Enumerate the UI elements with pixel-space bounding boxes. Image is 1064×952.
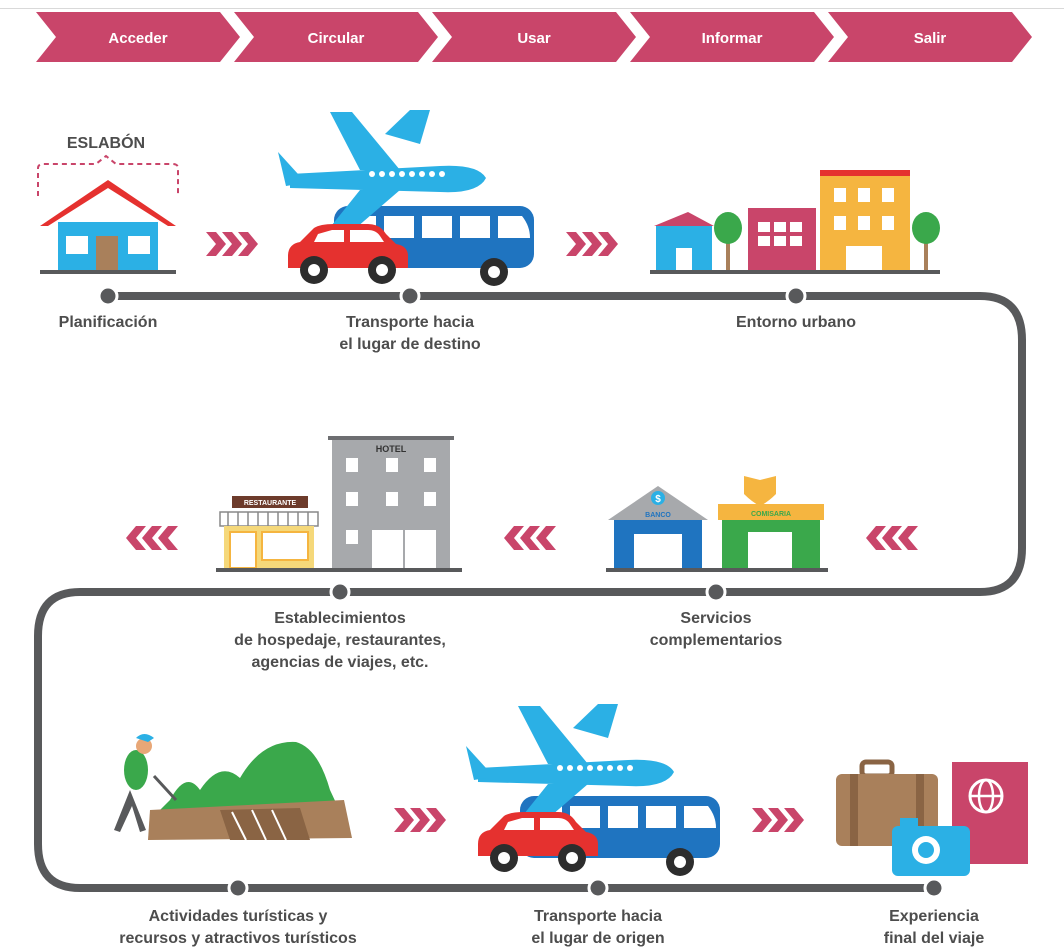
transport-origin-icon <box>466 704 720 876</box>
chevron-right-icon <box>394 808 446 832</box>
node-entorno-urbano <box>785 285 807 307</box>
step-usar <box>432 12 636 62</box>
label-experiencia: Experiencia final del viaje <box>883 908 985 947</box>
camera-icon <box>892 818 970 876</box>
label-servicios: Servicios complementarios <box>649 610 783 649</box>
node-transporte-destino <box>399 285 421 307</box>
hotel-sign: HOTEL <box>376 444 407 454</box>
hotel-icon: HOTEL <box>216 436 462 572</box>
transport-destination-icon <box>278 110 534 286</box>
police-sign: COMISARIA <box>751 511 791 518</box>
police-station-icon: COMISARIA <box>606 476 828 572</box>
node-transporte-origen <box>587 877 609 899</box>
label-transporte-origen: Transporte hacia el lugar de origen <box>531 908 665 947</box>
step-acceder <box>36 12 240 62</box>
globe-icon <box>968 778 1004 814</box>
step-usar-label: Usar <box>517 30 551 47</box>
dollar-sign: $ <box>655 494 661 505</box>
bank-icon: $ BANCO <box>608 486 708 568</box>
step-salir <box>828 12 1032 62</box>
city-icon <box>650 170 940 274</box>
chevron-left-icon <box>504 526 556 550</box>
step-informar <box>630 12 834 62</box>
step-acceder-label: Acceder <box>108 30 167 47</box>
step-circular <box>234 12 438 62</box>
track-nodes <box>97 285 945 899</box>
chevron-left-icon <box>866 526 918 550</box>
restaurant-sign: RESTAURANTE <box>244 500 297 507</box>
restaurant-icon: RESTAURANTE <box>219 496 319 569</box>
bank-sign: BANCO <box>645 512 671 519</box>
travel-items-icon <box>836 759 1028 876</box>
node-actividades <box>227 877 249 899</box>
step-circular-label: Circular <box>308 30 365 47</box>
house-icon <box>40 180 176 274</box>
top-divider <box>0 8 1064 9</box>
mountains-hiker-icon <box>114 734 352 841</box>
chain-track <box>34 292 1026 892</box>
step-banner: Acceder Circular Usar Informar Salir <box>36 12 1032 62</box>
step-informar-label: Informar <box>702 30 763 47</box>
label-establecimientos: Establecimientos de hospedaje, restauran… <box>234 610 446 671</box>
eslabon-bracket <box>37 154 179 196</box>
node-experiencia <box>923 877 945 899</box>
chevron-left-icon <box>126 526 178 550</box>
label-planificacion: Planificación <box>58 314 158 331</box>
node-planificacion <box>97 285 119 307</box>
chevron-right-icon <box>566 232 618 256</box>
label-actividades: Actividades turísticas y recursos y atra… <box>119 908 357 947</box>
node-servicios <box>705 581 727 603</box>
step-salir-label: Salir <box>914 30 947 47</box>
eslabon-label: ESLABÓN <box>67 133 145 152</box>
node-establecimientos <box>329 581 351 603</box>
label-entorno-urbano: Entorno urbano <box>736 314 856 331</box>
chevron-right-icon <box>752 808 804 832</box>
chevron-right-icon <box>206 232 258 256</box>
label-transporte-destino: Transporte hacia el lugar de destino <box>339 314 481 353</box>
